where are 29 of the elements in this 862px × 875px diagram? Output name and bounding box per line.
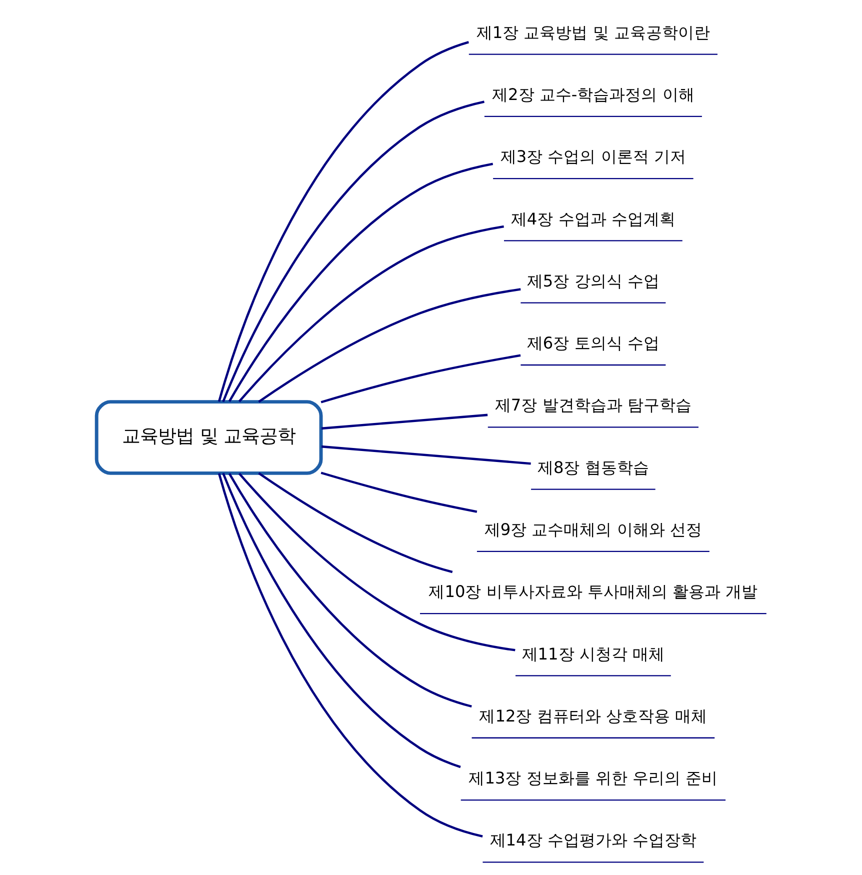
node-text: 제2장 교수-학습과정의 이해 bbox=[492, 84, 694, 104]
node-text: 제4장 수업과 수업계획 bbox=[510, 209, 675, 228]
node-text: 제8장 협동학습 bbox=[537, 458, 648, 477]
node-text: 제6장 토의식 수업 bbox=[526, 334, 659, 353]
connector bbox=[228, 162, 493, 402]
node-text: 제10장 비투사자료와 투사매체의 활용과 개발 bbox=[428, 582, 758, 602]
connector bbox=[217, 41, 468, 402]
connector bbox=[320, 414, 488, 430]
connector bbox=[258, 288, 520, 403]
connector bbox=[238, 225, 504, 402]
connector bbox=[238, 472, 515, 652]
connector bbox=[228, 472, 472, 708]
node-text: 제13장 정보화를 위한 우리의 준비 bbox=[468, 768, 718, 788]
node-text: 제12장 컴퓨터와 상호작용 매체 bbox=[478, 706, 707, 726]
node-box: 교육방법 및 교육공학 bbox=[94, 400, 322, 475]
connector bbox=[320, 472, 477, 513]
connector bbox=[217, 473, 482, 838]
node-text: 제3장 수업의 이론적 기저 bbox=[500, 147, 686, 166]
node-text: 제9장 교수매체의 이해와 선정 bbox=[484, 520, 702, 539]
connector bbox=[222, 100, 484, 402]
connector bbox=[258, 472, 452, 574]
node-text: 제11장 시청각 매체 bbox=[521, 644, 664, 664]
node-text: 제5장 강의식 수업 bbox=[526, 271, 659, 290]
connector bbox=[320, 445, 530, 465]
connector bbox=[222, 472, 460, 768]
node-text: 제14장 수업평가와 수업장학 bbox=[489, 830, 696, 850]
node-text: 제1장 교육방법 및 교육공학이란 bbox=[476, 22, 710, 42]
node-text: 제7장 발견학습과 탐구학습 bbox=[494, 396, 691, 415]
connector bbox=[320, 354, 520, 404]
